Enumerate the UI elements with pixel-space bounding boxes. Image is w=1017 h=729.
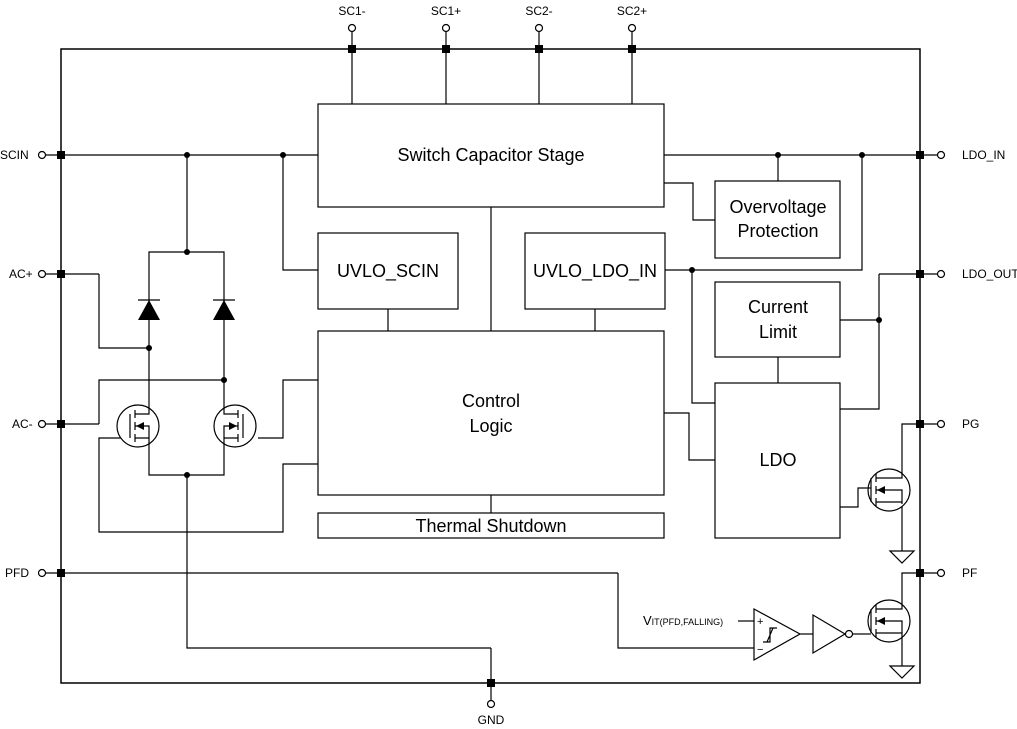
vit-subscript: IT(PFD,FALLING)	[652, 617, 724, 627]
current-limit-label-line2: Limit	[759, 322, 797, 342]
vit-main: V	[643, 613, 652, 628]
pin-label-pf: PF	[962, 566, 977, 580]
pin-gnd: GND	[478, 648, 505, 727]
pin-pg: PG	[916, 417, 979, 431]
pin-label-pg: PG	[962, 417, 979, 431]
block-current-limit: Current Limit	[714, 281, 841, 358]
comparator-plus-label: +	[757, 616, 763, 628]
pin-sc1-minus: SC1-	[338, 4, 366, 104]
inverter-pf	[812, 613, 854, 655]
pin-label-pfd: PFD	[5, 566, 29, 580]
pin-label-sc1-plus: SC1+	[431, 4, 461, 18]
pin-sc1-plus: SC1+	[431, 4, 461, 104]
pin-ldo-out: LDO_OUT	[879, 267, 1017, 281]
pin-label-sc2-minus: SC2-	[525, 4, 552, 18]
svg-text:VIT(PFD,FALLING): VIT(PFD,FALLING)	[643, 613, 723, 628]
mosfet-pf-icon	[866, 599, 911, 652]
uvlo-ldo-in-label: UVLO_LDO_IN	[533, 261, 657, 282]
hysteresis-icon	[763, 627, 777, 643]
pin-label-ac-plus: AC+	[9, 267, 33, 281]
pin-ldo-in: LDO_IN	[664, 148, 1005, 162]
ground-symbol-pg-icon	[888, 550, 916, 564]
vit-reference-label: VIT(PFD,FALLING)	[643, 613, 723, 628]
pin-sc2-plus: SC2+	[617, 4, 647, 104]
block-control-logic: Control Logic	[317, 330, 665, 496]
block-thermal-shutdown: Thermal Shutdown	[317, 512, 665, 539]
pin-ac-plus: AC+	[9, 267, 99, 281]
pin-label-scin: SCIN	[0, 148, 29, 162]
block-overvoltage-protection: Overvoltage Protection	[714, 180, 841, 259]
uvlo-scin-label: UVLO_SCIN	[337, 261, 439, 282]
block-uvlo-ldo-in: UVLO_LDO_IN	[524, 232, 666, 310]
pin-label-gnd: GND	[478, 713, 505, 727]
ovp-label-line1: Overvoltage	[729, 197, 826, 217]
pin-label-sc2-plus: SC2+	[617, 4, 647, 18]
mosfet-bridge-left-icon	[116, 404, 160, 448]
thermal-shutdown-label: Thermal Shutdown	[415, 516, 566, 536]
block-switch-capacitor-stage: Switch Capacitor Stage	[317, 103, 665, 208]
switch-cap-label: Switch Capacitor Stage	[397, 145, 584, 165]
control-logic-label-line1: Control	[462, 391, 520, 411]
ovp-label-line2: Protection	[737, 221, 818, 241]
diode-left	[138, 299, 160, 320]
pin-ac-minus: AC-	[12, 417, 99, 431]
mosfet-pg-icon	[866, 468, 911, 512]
pin-scin: SCIN	[0, 148, 318, 162]
pin-sc2-minus: SC2-	[525, 4, 553, 104]
block-uvlo-scin: UVLO_SCIN	[317, 232, 459, 310]
block-ldo: LDO	[714, 382, 841, 539]
ground-symbol-pf-icon	[888, 665, 916, 679]
junction-dots	[146, 152, 882, 478]
control-logic-label-line2: Logic	[469, 416, 512, 436]
diode-right	[213, 299, 235, 320]
comparator-pfd: + −	[753, 607, 802, 662]
comparator-minus-label: −	[757, 644, 763, 656]
pin-pf: PF	[916, 566, 977, 580]
pin-label-ldo-out: LDO_OUT	[962, 267, 1017, 281]
mosfet-bridge-right-icon	[213, 404, 257, 448]
pin-label-sc1-minus: SC1-	[338, 4, 365, 18]
ldo-label: LDO	[759, 450, 796, 470]
pin-pfd: PFD	[5, 566, 618, 580]
pin-label-ac-minus: AC-	[12, 417, 33, 431]
current-limit-label-line1: Current	[748, 297, 808, 317]
pin-label-ldo-in: LDO_IN	[962, 148, 1005, 162]
